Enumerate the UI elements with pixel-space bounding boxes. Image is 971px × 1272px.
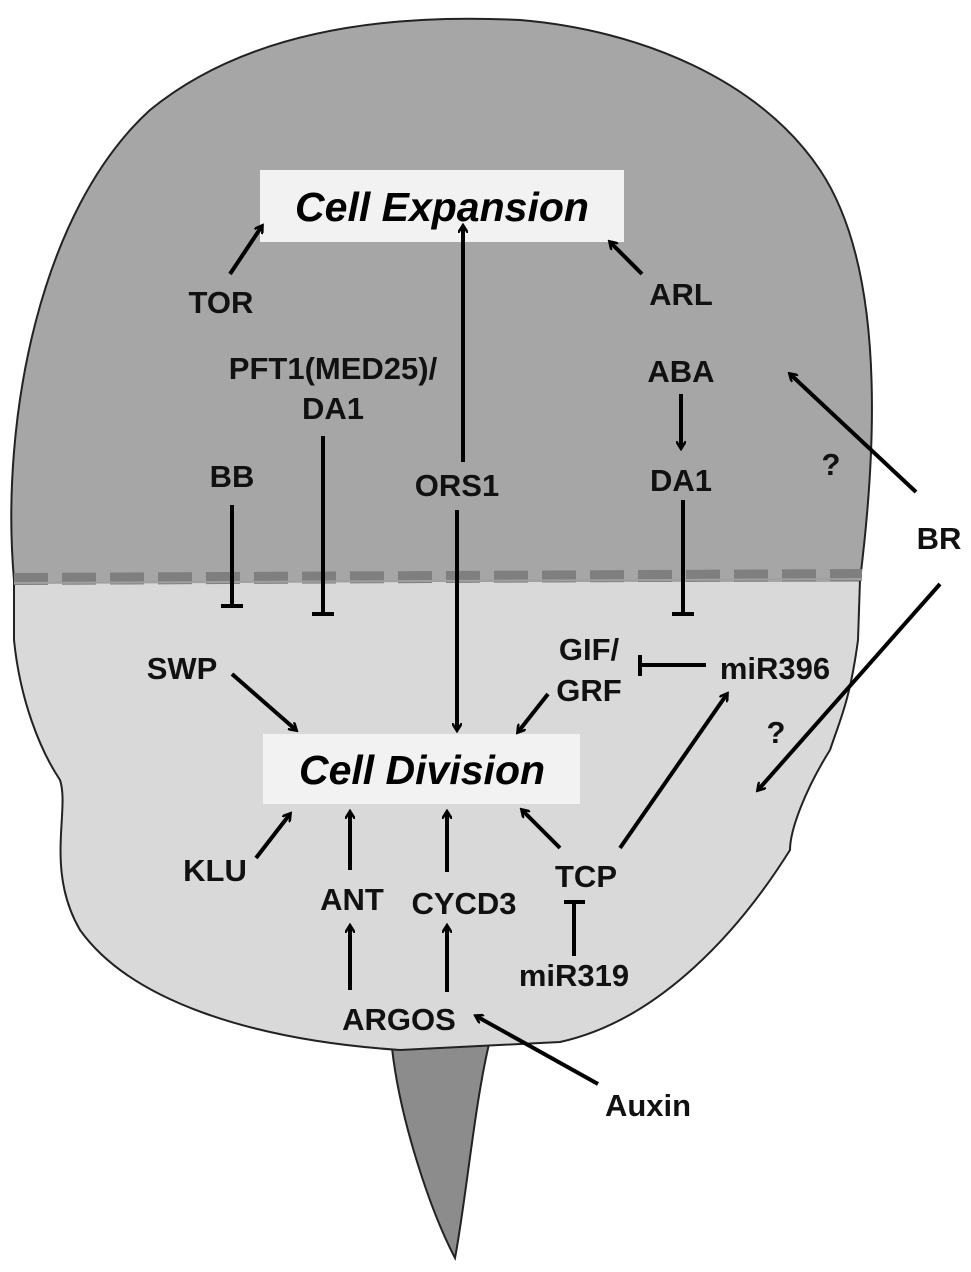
ant-label: ANT: [320, 882, 384, 917]
leaf-outline: [10, 17, 873, 1052]
region-divider-thin: [13, 578, 863, 584]
klu-label: KLU: [183, 853, 247, 888]
cell-expansion-label: Cell Expansion: [295, 184, 589, 230]
bb-label: BB: [210, 459, 255, 494]
arrow-arl-to-expansion: [610, 242, 644, 276]
mir396-label: miR396: [720, 651, 830, 686]
question-mark-upper: ?: [822, 447, 841, 482]
arrow-br-to-expansion: [790, 374, 918, 494]
arrow-swp-to-division: [230, 672, 296, 730]
leaf-stem: [390, 1038, 492, 1262]
inhibit-pft1-division: [312, 436, 334, 616]
arrow-grf-to-division: [518, 692, 550, 732]
question-mark-lower: ?: [767, 715, 786, 750]
aba-label: ABA: [647, 354, 714, 389]
inhibit-mir319-tcp: [564, 900, 585, 956]
arrow-tcp-to-mir396: [618, 694, 727, 850]
grf-label: GRF: [556, 673, 621, 708]
argos-label: ARGOS: [342, 1002, 456, 1037]
arrow-auxin-to-argos: [476, 1016, 599, 1086]
mir319-label: miR319: [519, 958, 629, 993]
gif-label: GIF/: [559, 632, 620, 667]
pft1-label-line2: DA1: [302, 391, 364, 426]
pft1-label-line1: PFT1(MED25)/: [229, 351, 438, 386]
cycd3-label: CYCD3: [411, 886, 516, 921]
arrow-klu-to-division: [254, 814, 290, 860]
cell-division-label: Cell Division: [299, 747, 545, 793]
inhibit-mir396-gif-grf: [638, 655, 706, 676]
tor-label: TOR: [189, 285, 254, 320]
inhibit-bb-swp: [221, 505, 243, 608]
cell-division-box: [263, 734, 580, 804]
br-label: BR: [917, 521, 962, 556]
tcp-label: TCP: [555, 859, 617, 894]
arrow-tor-to-expansion: [228, 226, 262, 276]
auxin-label: Auxin: [605, 1088, 691, 1123]
arrow-tcp-to-division: [522, 810, 562, 850]
ors1-label: ORS1: [415, 468, 499, 503]
inhibit-da1-division: [672, 500, 694, 616]
expansion-region: [11, 18, 872, 582]
cell-expansion-box: [260, 170, 624, 242]
arl-label: ARL: [649, 277, 713, 312]
arrow-br-to-division: [758, 582, 942, 790]
swp-label: SWP: [147, 651, 218, 686]
da1-label: DA1: [650, 463, 712, 498]
